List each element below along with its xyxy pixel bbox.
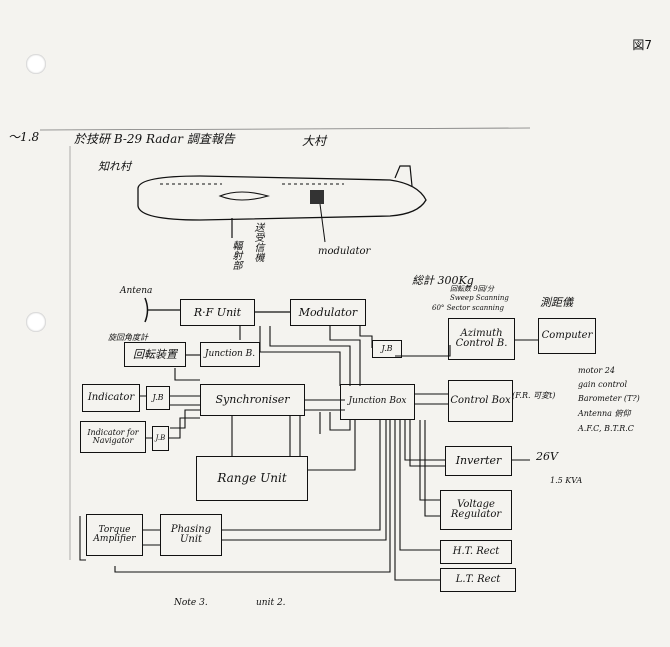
label-instrument: 測距儀 bbox=[540, 296, 573, 309]
label-sector: 60° Sector scanning bbox=[432, 304, 505, 312]
voltage-regulator-block: Voltage Regulator bbox=[440, 490, 512, 530]
range-unit-block: Range Unit bbox=[196, 456, 308, 501]
junction-b-block: Junction B. bbox=[200, 342, 260, 367]
report-subtitle: 知れ村 bbox=[98, 160, 131, 173]
bottom-note-2: unit 2. bbox=[256, 598, 286, 608]
ht-rect-block: H.T. Rect bbox=[440, 540, 512, 564]
label-antenna-tilt: Antenna 俯仰 bbox=[578, 409, 631, 418]
modulator-block: Modulator bbox=[290, 299, 366, 326]
jb-indicator-block: J.B bbox=[146, 386, 170, 410]
azimuth-control-block: Azimuth Control B. bbox=[448, 318, 515, 360]
label-antenna: Antena bbox=[120, 286, 153, 296]
label-rotation: 回転数 9回/分 bbox=[450, 285, 495, 293]
phasing-unit-block: Phasing Unit bbox=[160, 514, 222, 556]
label-range-ctrl: (F.R. 可変t) bbox=[512, 391, 556, 400]
label-26v: 26V bbox=[536, 450, 558, 463]
control-box-block: Control Box bbox=[448, 380, 513, 422]
report-author: 大村 bbox=[302, 134, 327, 148]
lt-rect-block: L.T. Rect bbox=[440, 568, 516, 592]
rotating-device-block: 回転装置 bbox=[124, 342, 186, 367]
label-weight: 総計 300Kg bbox=[412, 274, 474, 287]
label-gain: gain control bbox=[578, 380, 628, 389]
bottom-note-1: Note 3. bbox=[174, 598, 208, 608]
report-title: 於技研 B-29 Radar 調査報告 bbox=[74, 132, 235, 146]
label-radiator: 輻射部 bbox=[230, 240, 241, 270]
header-marker: ～1.8 bbox=[8, 130, 40, 144]
junction-box-block: Junction Box bbox=[340, 384, 415, 420]
synchroniser-block: Synchroniser bbox=[200, 384, 305, 416]
jb-top-block: J.B bbox=[372, 340, 402, 358]
label-motor: motor 24 bbox=[578, 366, 615, 375]
indicator-navigator-block: Indicator for Navigator bbox=[80, 421, 146, 453]
torque-amplifier-block: Torque Amplifier bbox=[86, 514, 143, 556]
label-afc: A.F.C, B.T.R.C bbox=[578, 424, 634, 433]
figure-label: 図7 bbox=[632, 38, 652, 52]
label-sweep: Sweep Scanning bbox=[450, 294, 509, 302]
jb-navigator-block: J.B bbox=[152, 426, 169, 451]
label-transmitter: 送受信機 bbox=[252, 222, 263, 262]
rf-unit-block: R·F Unit bbox=[180, 299, 255, 326]
indicator-block: Indicator bbox=[82, 384, 140, 412]
label-rot-drive: 旋回角度計 bbox=[108, 333, 148, 342]
punch-hole-bottom bbox=[26, 312, 46, 332]
label-modulator: modulator bbox=[318, 246, 371, 257]
computer-block: Computer bbox=[538, 318, 596, 354]
label-balance: Barometer (T?) bbox=[578, 394, 640, 403]
inverter-block: Inverter bbox=[445, 446, 512, 476]
punch-hole-top bbox=[26, 54, 46, 74]
label-kva: 1.5 KVA bbox=[550, 476, 583, 485]
